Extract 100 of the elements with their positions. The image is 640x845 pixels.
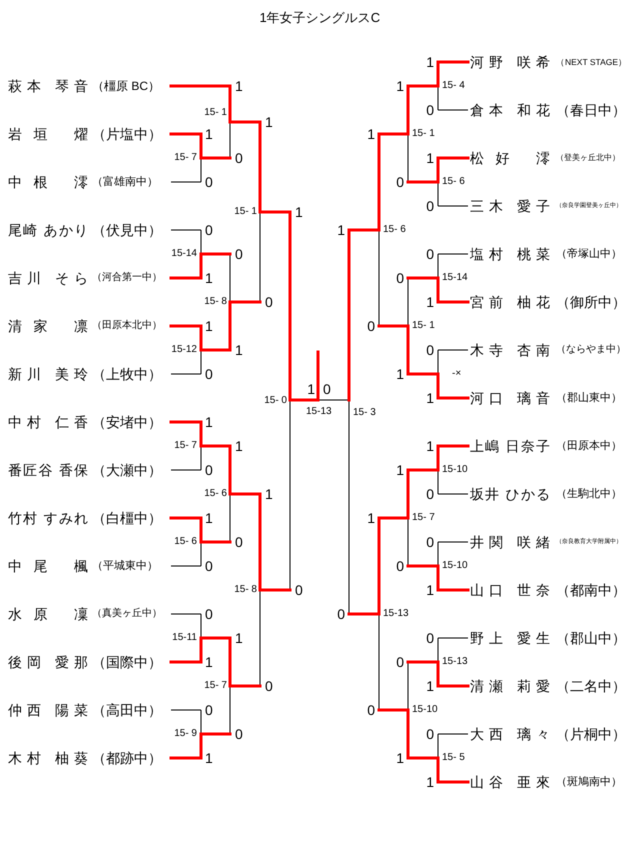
player-name: 河野 咲希 xyxy=(470,53,550,71)
games-won: 1 xyxy=(426,774,434,790)
games-won: 1 xyxy=(426,390,434,406)
games-won: 0 xyxy=(396,558,404,574)
point-score: 15- 1 xyxy=(234,206,257,218)
games-won: 1 xyxy=(307,381,315,397)
games-won: 1 xyxy=(295,204,303,220)
games-won: 0 xyxy=(367,318,375,334)
games-won: 0 xyxy=(205,366,213,382)
school-name: （富雄南中） xyxy=(92,174,158,190)
games-won: 0 xyxy=(205,462,213,478)
school-name: （帝塚山中） xyxy=(556,246,622,262)
games-won: 0 xyxy=(205,174,213,190)
player-name: 後岡 愛那 xyxy=(8,653,88,671)
point-score: -× xyxy=(452,368,462,380)
games-won: 1 xyxy=(205,750,213,766)
player-name: 塩村 桃菜 xyxy=(470,245,550,263)
point-score: 15- 6 xyxy=(204,488,227,500)
point-score: 15-11 xyxy=(172,632,197,644)
player-name: 山口 世奈 xyxy=(470,581,550,599)
games-won: 1 xyxy=(235,630,243,646)
player-name: 三木 愛子 xyxy=(470,197,550,215)
player-name: 坂井 ひかる xyxy=(470,485,550,503)
school-name: （片桐中） xyxy=(556,725,626,743)
player-name: 番匠谷 香保 xyxy=(8,461,88,479)
player-name: 中根 澪 xyxy=(8,173,88,191)
point-score: 15- 7 xyxy=(412,512,435,524)
games-won: 1 xyxy=(235,438,243,454)
point-score: 15-13 xyxy=(383,608,409,620)
point-score: 15- 6 xyxy=(174,536,197,548)
point-score: 15- 1 xyxy=(412,128,435,140)
player-name: 清瀬 莉愛 xyxy=(470,677,550,695)
point-score: 15- 6 xyxy=(383,224,406,236)
player-name: 水原 凜 xyxy=(8,605,88,623)
games-won: 0 xyxy=(426,246,434,262)
games-won: 1 xyxy=(396,462,404,478)
school-name: （都南中） xyxy=(556,581,626,599)
games-won: 1 xyxy=(426,54,434,70)
diagram-title: 1年女子シングルスC xyxy=(260,10,380,26)
school-name: （白橿中） xyxy=(92,509,162,527)
games-won: 1 xyxy=(265,114,273,130)
school-name: （上牧中） xyxy=(92,365,162,383)
games-won: 1 xyxy=(367,126,375,142)
point-score: 15- 7 xyxy=(204,680,227,692)
player-name: 尾崎 あかり xyxy=(8,221,88,239)
player-name: 岩垣 燿 xyxy=(8,125,88,143)
point-score: 15- 4 xyxy=(442,80,465,92)
point-score: 15-14 xyxy=(442,272,468,284)
point-score: 15- 0 xyxy=(264,395,287,407)
games-won: 1 xyxy=(426,294,434,310)
school-name: （田原本北中） xyxy=(92,318,162,333)
school-name: （平城東中） xyxy=(92,559,158,574)
games-won: 1 xyxy=(205,126,213,142)
games-won: 1 xyxy=(426,582,434,598)
games-won: 1 xyxy=(265,486,273,502)
school-name: （御所中） xyxy=(556,293,626,311)
point-score: 15- 1 xyxy=(412,320,435,332)
games-won: 1 xyxy=(337,222,345,238)
games-won: 1 xyxy=(426,150,434,166)
games-won: 1 xyxy=(235,342,243,358)
school-name: （伏見中） xyxy=(92,221,162,239)
games-won: 0 xyxy=(426,342,434,358)
point-score: 15- 8 xyxy=(204,296,227,308)
games-won: 0 xyxy=(396,174,404,190)
school-name: （片塩中） xyxy=(92,125,162,143)
point-score: 15- 9 xyxy=(174,728,197,740)
games-won: 0 xyxy=(205,558,213,574)
games-won: 1 xyxy=(426,678,434,694)
player-name: 大西 璃々 xyxy=(470,725,550,743)
player-name: 河口 璃音 xyxy=(470,389,550,407)
point-score: 15- 8 xyxy=(234,584,257,596)
games-won: 1 xyxy=(205,270,213,286)
point-score: 15-13 xyxy=(306,406,332,418)
school-name: （二名中） xyxy=(556,677,626,695)
school-name: （田原本中） xyxy=(556,439,622,454)
school-name: （NEXT STAGE） xyxy=(556,56,628,69)
player-name: 松好 澪 xyxy=(470,149,550,167)
games-won: 0 xyxy=(205,222,213,238)
school-name: （郡山東中） xyxy=(556,391,622,406)
point-score: 15- 6 xyxy=(442,176,465,188)
games-won: 0 xyxy=(235,726,243,742)
games-won: 1 xyxy=(426,438,434,454)
player-name: 野上 愛生 xyxy=(470,629,550,647)
school-name: （郡山中） xyxy=(556,629,626,647)
games-won: 1 xyxy=(205,414,213,430)
point-score: 15-10 xyxy=(442,464,468,476)
games-won: 0 xyxy=(205,702,213,718)
player-name: 仲西 陽菜 xyxy=(8,701,88,719)
school-name: （高田中） xyxy=(92,701,162,719)
point-score: 15-10 xyxy=(442,560,468,572)
point-score: 15- 3 xyxy=(353,407,376,419)
games-won: 0 xyxy=(265,678,273,694)
school-name: （ならやま中） xyxy=(556,342,626,357)
player-name: 山谷 亜來 xyxy=(470,773,550,791)
point-score: 15- 7 xyxy=(174,440,197,452)
school-name: （国際中） xyxy=(92,653,162,671)
player-name: 井関 咲緒 xyxy=(470,533,550,551)
games-won: 1 xyxy=(367,510,375,526)
school-name: （大瀬中） xyxy=(92,461,162,479)
games-won: 0 xyxy=(205,606,213,622)
